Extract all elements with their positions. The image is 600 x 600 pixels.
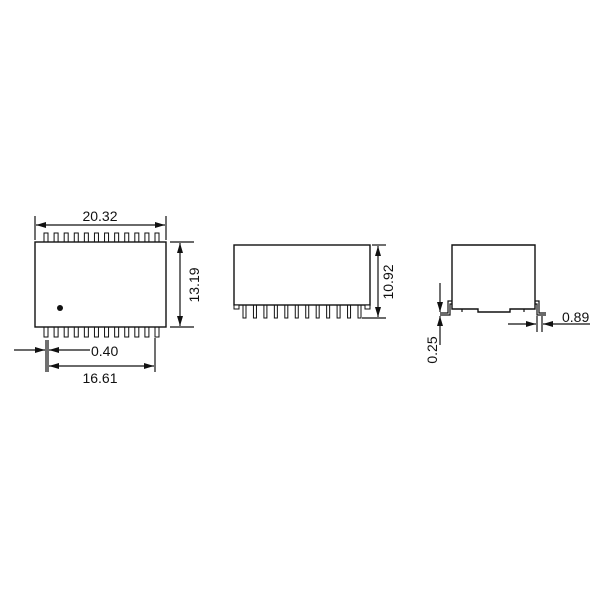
top-view-body xyxy=(34,241,167,328)
end-view-body xyxy=(451,244,536,313)
pin xyxy=(294,304,299,319)
pin1-marker xyxy=(57,305,63,311)
pin xyxy=(93,232,99,243)
pin xyxy=(53,232,59,243)
pin xyxy=(134,232,140,243)
pin xyxy=(93,326,99,338)
width-dimension: 20.32 xyxy=(82,208,117,224)
pin xyxy=(124,326,130,338)
pin xyxy=(73,232,79,243)
pin xyxy=(273,304,278,319)
top-pins-lower xyxy=(43,326,160,338)
pin xyxy=(357,304,362,319)
pin xyxy=(242,304,247,319)
pin xyxy=(73,326,79,338)
side-pins xyxy=(242,304,362,319)
pin xyxy=(114,326,120,338)
standoff-dimension: 0.25 xyxy=(424,336,440,363)
pin-span-dimension: 16.61 xyxy=(82,370,117,386)
end-lead-right xyxy=(535,300,546,316)
pin xyxy=(104,326,110,338)
pin xyxy=(134,326,140,338)
pin xyxy=(114,232,120,243)
pin xyxy=(144,232,150,243)
top-view: 20.32 13.19 0.40 16.61 xyxy=(14,208,202,386)
pin xyxy=(144,326,150,338)
pin xyxy=(154,326,160,338)
lead-width-dimension: 0.89 xyxy=(562,309,589,325)
height-dimension: 13.19 xyxy=(186,267,202,302)
pin xyxy=(53,326,59,338)
top-pins-upper xyxy=(43,232,160,243)
pin xyxy=(63,232,69,243)
end-view: 0.25 0.89 xyxy=(424,244,590,364)
side-height-dimension: 10.92 xyxy=(380,264,396,299)
pin xyxy=(336,304,341,319)
pin xyxy=(43,326,49,338)
pin xyxy=(63,326,69,338)
pin xyxy=(263,304,268,319)
pin xyxy=(83,326,89,338)
pin xyxy=(104,232,110,243)
pin xyxy=(347,304,352,319)
pin xyxy=(305,304,310,319)
pin xyxy=(83,232,89,243)
pitch-gap-dimension: 0.40 xyxy=(91,343,118,359)
pin xyxy=(124,232,130,243)
side-view-body xyxy=(233,244,371,306)
pin xyxy=(326,304,331,319)
end-lead-left xyxy=(440,300,452,316)
pin xyxy=(154,232,160,243)
side-view: 10.92 xyxy=(233,244,396,319)
pin xyxy=(284,304,289,319)
pin xyxy=(315,304,320,319)
pin xyxy=(252,304,257,319)
pin xyxy=(43,232,49,243)
